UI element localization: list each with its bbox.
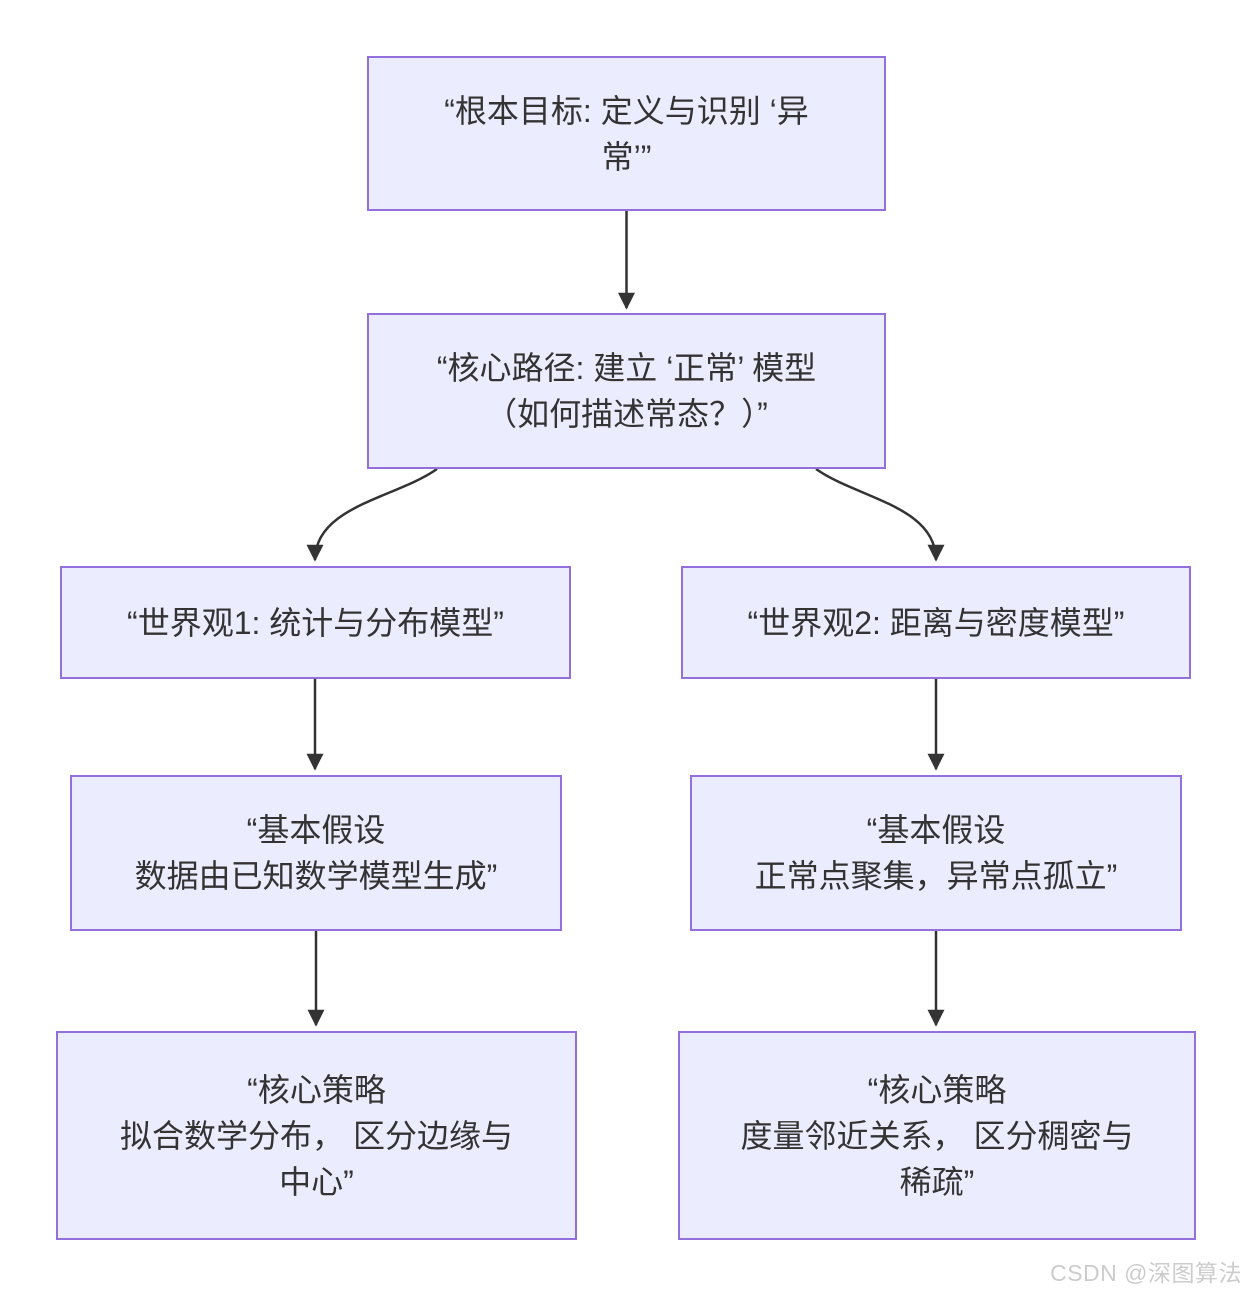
node-label-line: （如何描述常态？）” — [485, 396, 768, 432]
edge-core-to-worldview1 — [306, 467, 438, 562]
node-worldview2: “世界观2: 距离与密度模型” — [681, 566, 1191, 679]
node-assumption1-label: “基本假设 数据由已知数学模型生成” — [135, 807, 498, 899]
node-label-line: 正常点聚集，异常点孤立” — [754, 858, 1118, 894]
node-label-line: “核心策略 — [247, 1071, 386, 1108]
node-worldview1-label: “世界观1: 统计与分布模型” — [127, 600, 504, 646]
node-label-line: “核心路径: 建立 ‘正常’ 模型 — [436, 350, 817, 386]
node-worldview1: “世界观1: 统计与分布模型” — [60, 566, 571, 679]
node-core-path: “核心路径: 建立 ‘正常’ 模型 （如何描述常态？）” — [367, 313, 886, 469]
node-core-path-label: “核心路径: 建立 ‘正常’ 模型 （如何描述常态？）” — [437, 345, 816, 437]
node-label-line: “世界观2: 距离与密度模型” — [747, 604, 1125, 641]
node-label-line: 中心” — [279, 1163, 354, 1200]
node-root-goal-label: “根本目标: 定义与识别 ‘异 常’” — [444, 88, 808, 180]
node-strategy2: “核心策略 度量邻近关系， 区分稠密与 稀疏” — [678, 1031, 1196, 1240]
node-strategy2-label: “核心策略 度量邻近关系， 区分稠密与 稀疏” — [741, 1067, 1134, 1205]
node-label-line: 常’” — [601, 138, 652, 175]
node-label-line: 数据由已知数学模型生成” — [134, 858, 498, 894]
watermark: CSDN @深图算法 — [1050, 1260, 1242, 1286]
node-label-line: 度量邻近关系， 区分稠密与 — [740, 1117, 1134, 1154]
node-root-goal: “根本目标: 定义与识别 ‘异 常’” — [367, 56, 886, 211]
node-label-line: “根本目标: 定义与识别 ‘异 — [444, 92, 809, 129]
node-worldview2-label: “世界观2: 距离与密度模型” — [748, 600, 1125, 646]
node-label-line: “基本假设 — [866, 812, 1006, 848]
node-assumption1: “基本假设 数据由已知数学模型生成” — [70, 775, 562, 931]
edge-core-to-worldview2 — [815, 467, 945, 562]
node-label-line: 拟合数学分布， 区分边缘与 — [120, 1117, 513, 1154]
node-label-line: “世界观1: 统计与分布模型” — [127, 604, 504, 641]
node-strategy1: “核心策略 拟合数学分布， 区分边缘与 中心” — [56, 1031, 577, 1240]
node-assumption2-label: “基本假设 正常点聚集，异常点孤立” — [755, 807, 1118, 899]
node-label-line: “基本假设 — [246, 812, 386, 848]
node-label-line: “核心策略 — [867, 1071, 1007, 1108]
node-label-line: 稀疏” — [899, 1163, 975, 1200]
node-strategy1-label: “核心策略 拟合数学分布， 区分边缘与 中心” — [120, 1067, 513, 1205]
node-assumption2: “基本假设 正常点聚集，异常点孤立” — [690, 775, 1182, 931]
